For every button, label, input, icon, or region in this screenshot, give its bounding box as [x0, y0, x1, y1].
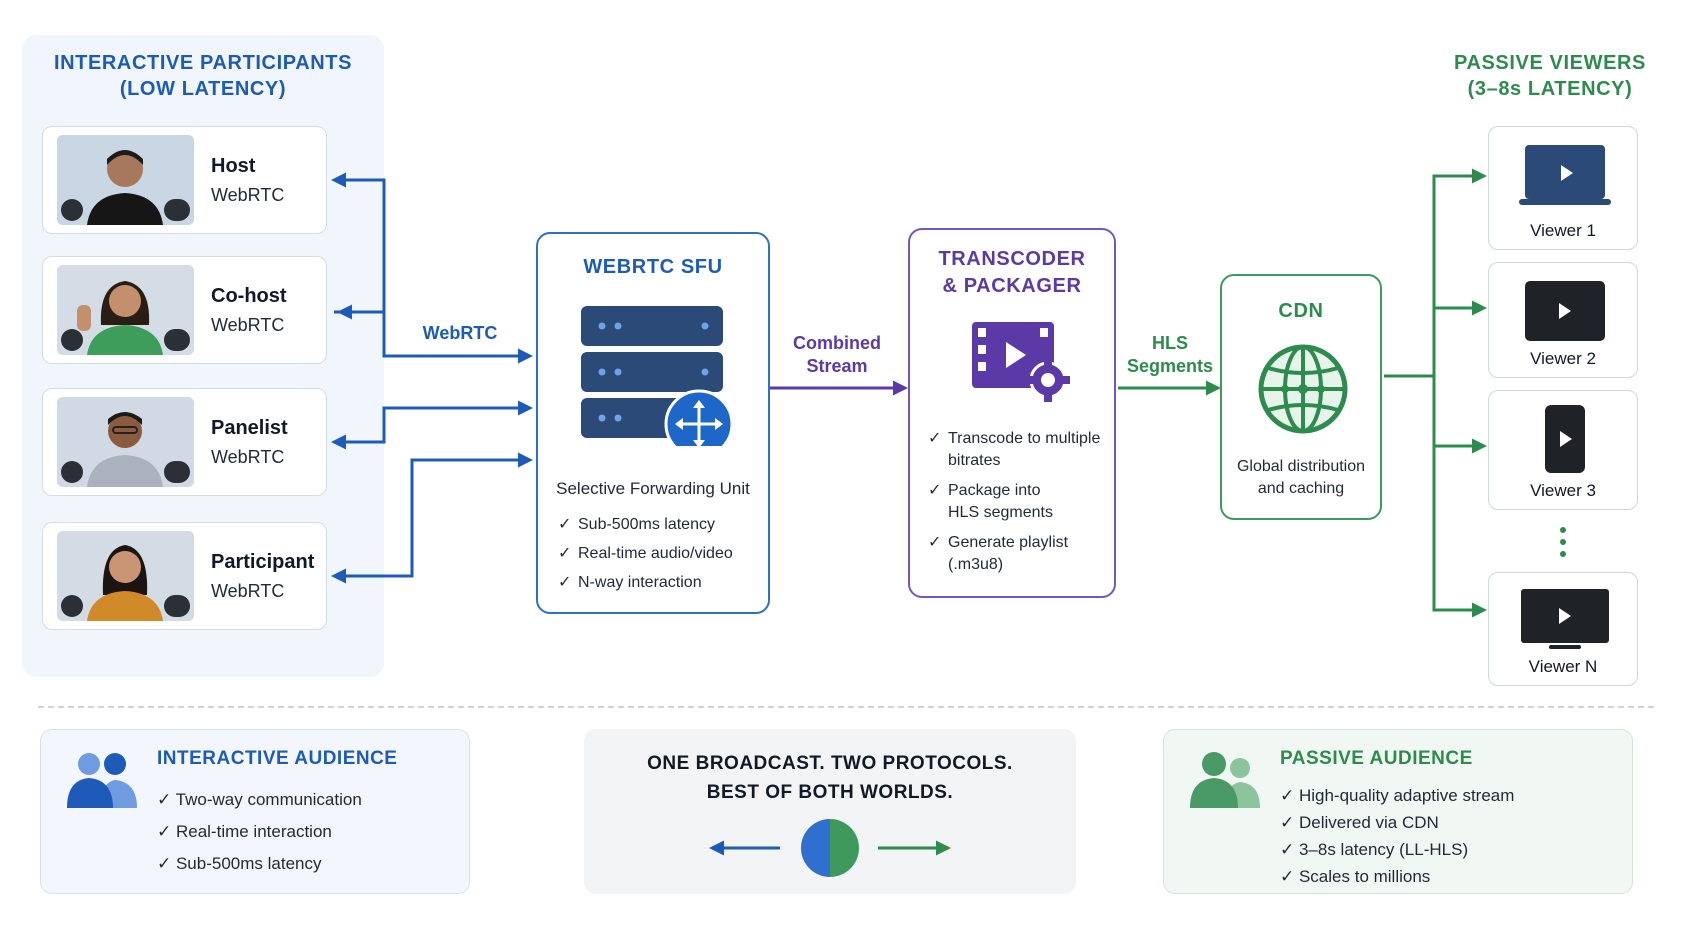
laptop-icon — [1519, 145, 1611, 205]
participant-protocol: WebRTC — [211, 185, 285, 205]
cdn-title: CDN — [1278, 300, 1324, 322]
interactive-audience-item: ✓ Two-way communication — [157, 790, 362, 809]
camera-icon — [164, 329, 190, 351]
interactive-audience-item: ✓ Sub-500ms latency — [157, 854, 322, 873]
participant-card-cohost[interactable]: Co-host WebRTC — [42, 256, 327, 364]
camera-icon — [164, 595, 190, 617]
passive-audience-title: PASSIVE AUDIENCE — [1280, 748, 1473, 769]
passive-audience-item: ✓ Scales to millions — [1280, 867, 1431, 886]
interactive-audience-title: INTERACTIVE AUDIENCE — [157, 748, 398, 769]
host-avatar — [57, 135, 194, 225]
participant-protocol: WebRTC — [211, 581, 285, 601]
viewer-card-3[interactable]: Viewer 3 — [1488, 390, 1638, 510]
mic-icon — [61, 595, 83, 617]
interactive-audience-box: INTERACTIVE AUDIENCE ✓ Two-way communica… — [40, 729, 470, 894]
passive-viewers-title: PASSIVE VIEWERS (3–8s LATENCY) — [1453, 52, 1646, 100]
participant-card-participant[interactable]: Participant WebRTC — [42, 522, 327, 630]
tv-icon — [1521, 589, 1609, 649]
viewer-label: Viewer 1 — [1530, 221, 1596, 240]
participant-avatar — [57, 531, 194, 621]
participant-protocol: WebRTC — [211, 315, 285, 335]
viewer-label: Viewer 3 — [1530, 481, 1596, 500]
webrtc-sfu-box[interactable]: WEBRTC SFU Selective Forwarding Unit ✓Su… — [536, 232, 770, 614]
transcoder-title: TRANSCODER & PACKAGER — [938, 248, 1086, 297]
passive-audience-item: ✓ High-quality adaptive stream — [1280, 786, 1515, 805]
panelist-avatar — [57, 397, 194, 487]
mic-icon — [61, 329, 83, 351]
passive-audience-item: ✓ 3–8s latency (LL-HLS) — [1280, 840, 1469, 859]
mic-icon — [61, 461, 83, 483]
viewer-label: Viewer N — [1528, 657, 1598, 676]
two-protocols-icon — [709, 819, 951, 877]
video-processing-icon — [972, 322, 1070, 402]
users-icon — [1190, 752, 1260, 808]
participant-card-host[interactable]: Host WebRTC — [42, 126, 327, 234]
viewer-card-1[interactable]: Viewer 1 — [1488, 126, 1638, 250]
webrtc-edge-label: WebRTC — [422, 323, 498, 343]
globe-icon — [1258, 344, 1348, 434]
sfu-feature: ✓Real-time audio/video — [558, 545, 733, 562]
transcoder-packager-box[interactable]: TRANSCODER & PACKAGER ✓Transcode to mult… — [908, 228, 1116, 598]
phone-icon — [1545, 405, 1585, 473]
sfu-subtitle: Selective Forwarding Unit — [556, 479, 750, 498]
sfu-feature: ✓N-way interaction — [558, 574, 702, 591]
cdn-description: Global distribution and caching — [1236, 458, 1366, 497]
section-divider — [38, 706, 1654, 708]
participant-protocol: WebRTC — [211, 447, 285, 467]
monitor-icon — [1525, 281, 1605, 341]
broadcast-summary-text: ONE BROADCAST. TWO PROTOCOLS. BEST OF BO… — [647, 753, 1013, 803]
combined-stream-label: Combined Stream — [793, 333, 881, 376]
camera-icon — [164, 199, 190, 221]
interactive-participants-title: INTERACTIVE PARTICIPANTS (LOW LATENCY) — [53, 52, 353, 100]
participant-name: Participant — [211, 551, 315, 573]
participant-name: Co-host — [211, 285, 287, 307]
interactive-audience-item: ✓ Real-time interaction — [157, 822, 332, 841]
more-viewers-ellipsis — [1560, 527, 1566, 557]
cohost-avatar — [57, 265, 194, 355]
sfu-title: WEBRTC SFU — [583, 256, 723, 278]
viewer-label: Viewer 2 — [1530, 349, 1596, 368]
passive-audience-item: ✓ Delivered via CDN — [1280, 813, 1439, 832]
participant-name: Host — [211, 155, 256, 177]
mic-icon — [61, 199, 83, 221]
interactive-audience-list: ✓ Two-way communication ✓ Real-time inte… — [157, 784, 362, 880]
viewer-card-n[interactable]: Viewer N — [1488, 572, 1638, 686]
passive-audience-box: PASSIVE AUDIENCE ✓ High-quality adaptive… — [1163, 729, 1633, 894]
users-icon — [67, 753, 137, 808]
sfu-feature: ✓Sub-500ms latency — [558, 516, 715, 533]
sfu-feature-list: ✓Sub-500ms latency ✓Real-time audio/vide… — [558, 514, 733, 594]
cdn-box[interactable]: CDN Global distribution and caching — [1220, 274, 1382, 520]
hls-segments-label: HLS Segments — [1126, 333, 1214, 376]
camera-icon — [164, 461, 190, 483]
participant-card-panelist[interactable]: Panelist WebRTC — [42, 388, 327, 496]
transcoder-feature: ✓Generate playlist(.m3u8) — [928, 534, 1069, 573]
broadcast-summary-box: ONE BROADCAST. TWO PROTOCOLS. BEST OF BO… — [584, 729, 1076, 894]
server-icon — [581, 306, 734, 446]
viewer-card-2[interactable]: Viewer 2 — [1488, 262, 1638, 378]
passive-audience-list: ✓ High-quality adaptive stream ✓ Deliver… — [1280, 782, 1514, 890]
participant-name: Panelist — [211, 417, 288, 439]
